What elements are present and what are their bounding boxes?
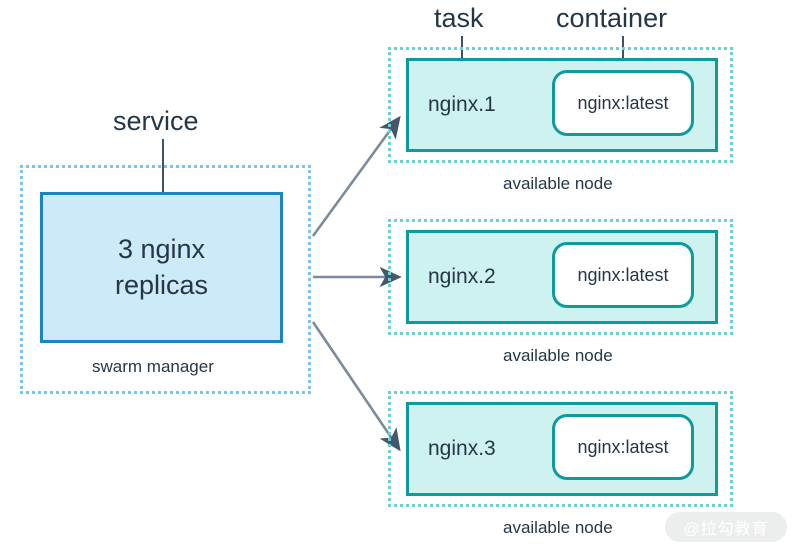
service-replica-count: 3 nginx [117,234,206,265]
arrow-service-to-node-1 [311,115,401,237]
service-annotation-label: service [113,106,199,136]
watermark: @拉勾教育 [665,512,787,542]
container-box-2[interactable]: nginx:latest [552,242,694,308]
container-image-1: nginx:latest [577,92,669,113]
service-box-text: 3 nginx replicas [43,195,280,340]
container-image-2: nginx:latest [577,264,669,285]
task-name-3: nginx.3 [428,437,496,460]
swarm-manager-caption: swarm manager [92,357,214,376]
service-replica-word: replicas [114,269,209,300]
container-box-1[interactable]: nginx:latest [552,70,694,136]
node-boundary-2 [388,219,733,335]
service-leader-line [162,139,164,231]
container-image-3: nginx:latest [577,436,669,457]
node-caption-1: available node [503,174,613,193]
node-boundary-3 [388,391,733,507]
task-annotation-label: task [434,3,484,33]
node-boundary-1 [388,47,733,163]
task-name-1: nginx.1 [428,93,496,116]
container-box-3[interactable]: nginx:latest [552,414,694,480]
swarm-manager-boundary [20,165,311,394]
task-name-2: nginx.2 [428,265,496,288]
container-annotation-label: container [556,3,668,33]
arrow-service-to-node-3 [311,321,401,452]
node-caption-3: available node [503,518,613,537]
node-caption-2: available node [503,346,613,365]
service-box[interactable]: 3 nginx replicas [40,192,283,343]
